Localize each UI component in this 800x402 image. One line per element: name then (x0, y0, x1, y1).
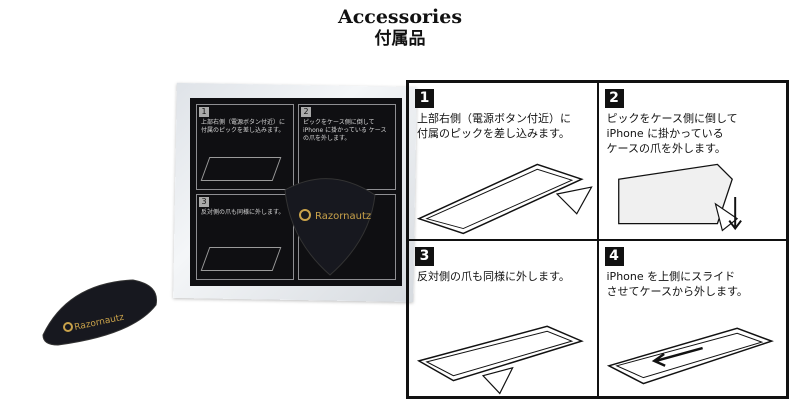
step-number: 1 (415, 89, 434, 108)
card-step-text: 反対側の爪も同様に外します。 (201, 209, 285, 216)
step-text: iPhone を上側にスライド させてケースから外します。 (606, 269, 748, 298)
step-text: ピックをケース側に倒して iPhone に掛かっている ケースの爪を外します。 (606, 112, 738, 155)
card-step-number: 2 (301, 107, 311, 117)
opposite-clip-illustration (416, 325, 584, 395)
step-number: 3 (415, 246, 434, 266)
arrow-left-icon (651, 346, 703, 367)
pick-icon: Razornautz (42, 279, 158, 346)
card-step-number: 1 (199, 107, 209, 117)
card-step-number: 3 (199, 197, 209, 207)
step-text: 上部右側（電源ボタン付近）に 付属のピックを差し込みます。 (417, 112, 571, 140)
page-header: Accessories 付属品 (0, 6, 800, 50)
step-text: 反対側の爪も同様に外します。 (417, 269, 570, 283)
slide-out-illustration (606, 327, 774, 385)
step-3: 3 反対側の爪も同様に外します。 (408, 239, 598, 397)
card-step-1: 1 上部右側（電源ボタン付近）に付属のピックを差し込みます。 (196, 104, 294, 190)
card-step-text: 上部右側（電源ボタン付近）に付属のピックを差し込みます。 (201, 119, 286, 134)
pick-icon: Razornautz (284, 178, 376, 276)
step-2: 2 ピックをケース側に倒して iPhone に掛かっている ケースの爪を外します… (597, 82, 787, 240)
card-step-3: 3 反対側の爪も同様に外します。 (196, 194, 294, 280)
step-4: 4 iPhone を上側にスライド させてケースから外します。 (597, 239, 787, 397)
instruction-steps-grid: 1 上部右側（電源ボタン付近）に 付属のピックを差し込みます。 2 ピックをケー… (406, 80, 789, 399)
phone-drawing-icon (200, 247, 282, 271)
phone-insert-pick-illustration (416, 163, 593, 234)
pick-tilt-illustration (617, 163, 742, 232)
product-photo: 1 上部右側（電源ボタン付近）に付属のピックを差し込みます。 2 ピックをケース… (30, 75, 417, 395)
pick-on-card: Razornautz (275, 170, 385, 280)
loose-pick: Razornautz (38, 275, 163, 350)
title-english: Accessories (337, 6, 463, 28)
card-step-text: ピックをケース側に倒して iPhone に掛かっている ケースの爪を外します。 (303, 119, 387, 142)
arrow-down-icon (727, 196, 742, 230)
step-number: 4 (604, 246, 624, 266)
phone-drawing-icon (200, 157, 282, 181)
step-1: 1 上部右側（電源ボタン付近）に 付属のピックを差し込みます。 (408, 82, 598, 240)
pick-brand-logo: Razornautz (315, 211, 371, 222)
step-number: 2 (604, 89, 624, 108)
title-japanese: 付属品 (374, 29, 426, 49)
